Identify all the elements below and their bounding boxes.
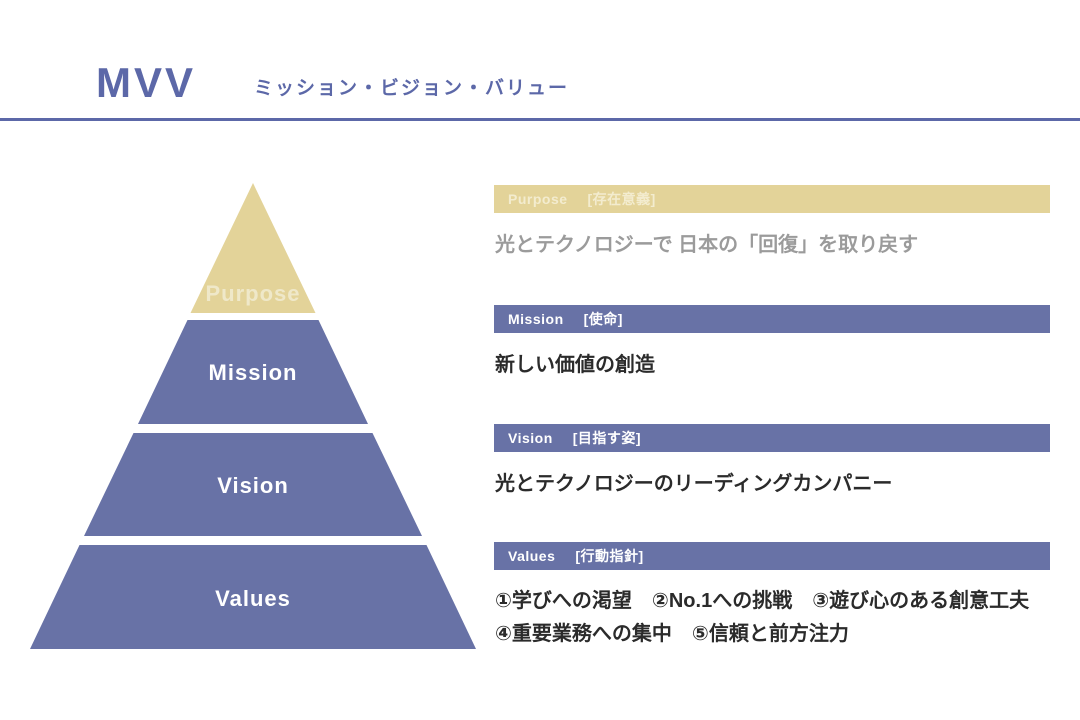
values-line-1: ①学びへの渇望 ②No.1への挑戦 ③遊び心のある創意工夫 xyxy=(495,590,1030,612)
values-statement: ①学びへの渇望 ②No.1への挑戦 ③遊び心のある創意工夫 ④重要業務への集中 … xyxy=(495,585,1055,651)
mission-label-en: Mission xyxy=(508,311,564,327)
pyramid-label-purpose: Purpose xyxy=(205,281,300,306)
pyramid-label-vision: Vision xyxy=(217,473,289,498)
values-label-en: Values xyxy=(508,548,556,564)
pyramid-level-purpose xyxy=(190,183,316,313)
values-label-ja: [行動指針] xyxy=(575,548,644,564)
values-header-bar: Values [行動指針] xyxy=(494,542,1050,570)
mvv-pyramid: Purpose Mission Vision Values xyxy=(30,183,476,649)
vision-label-en: Vision xyxy=(508,430,553,446)
vision-statement: 光とテクノロジーのリーディングカンパニー xyxy=(495,473,893,495)
pyramid-label-values: Values xyxy=(215,586,291,611)
header-divider xyxy=(0,118,1080,121)
purpose-header-bar: Purpose [存在意義] xyxy=(494,185,1050,213)
mission-label-ja: [使命] xyxy=(583,311,623,327)
values-line-2: ④重要業務への集中 ⑤信頼と前方注力 xyxy=(495,623,849,645)
page-subtitle: ミッション・ビジョン・バリュー xyxy=(254,78,570,99)
purpose-label-ja: [存在意義] xyxy=(587,191,656,207)
purpose-label-en: Purpose xyxy=(508,191,568,207)
pyramid-level-mission xyxy=(138,320,368,424)
pyramid-label-mission: Mission xyxy=(209,360,298,385)
page-title: MVV xyxy=(96,59,197,106)
pyramid-level-values xyxy=(30,545,476,649)
mission-statement: 新しい価値の創造 xyxy=(495,354,655,376)
vision-header-bar: Vision [目指す姿] xyxy=(494,424,1050,452)
pyramid-level-vision xyxy=(84,433,422,536)
purpose-statement: 光とテクノロジーで 日本の「回復」を取り戻す xyxy=(495,234,919,256)
mission-header-bar: Mission [使命] xyxy=(494,305,1050,333)
vision-label-ja: [目指す姿] xyxy=(572,430,642,446)
